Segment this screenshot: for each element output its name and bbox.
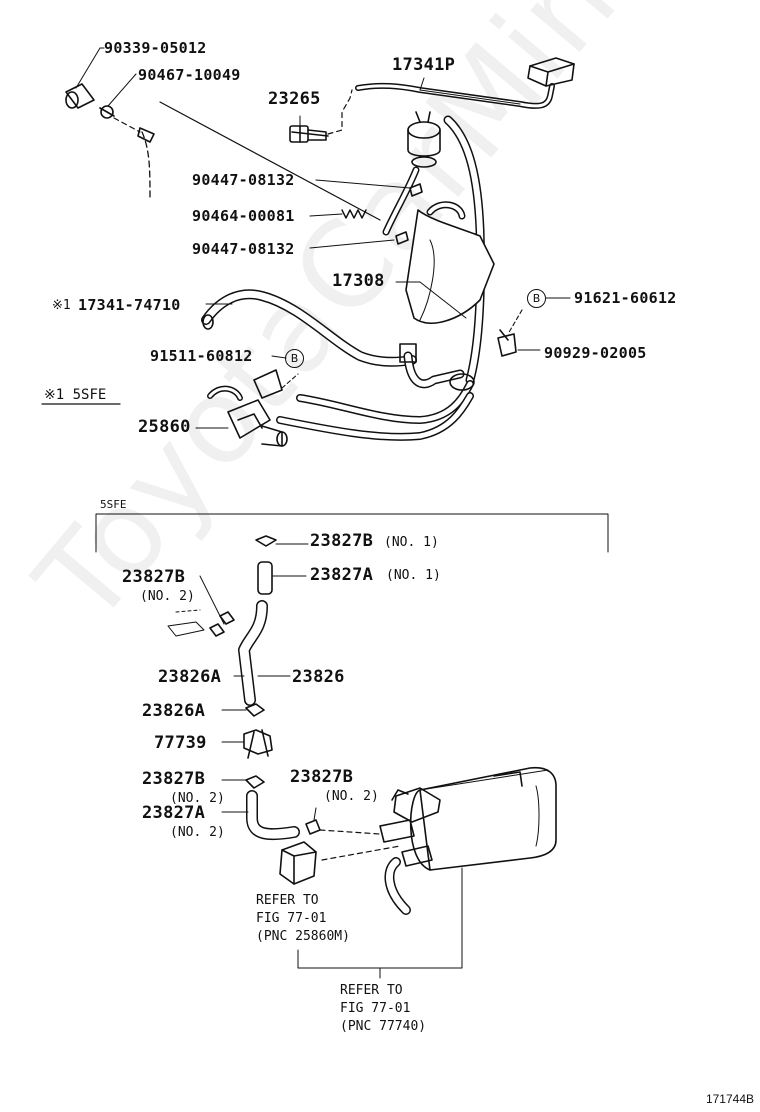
part-label: 23826A [142,701,206,721]
part-note: (NO. 1) [386,568,441,583]
part-label: 23827B [290,767,354,787]
part-label: 91621-60612 [574,289,677,307]
part-label: 90929-02005 [544,344,647,362]
part-label: 23826A [158,667,222,687]
refer-note-line: (PNC 25860M) [256,929,350,944]
part-note: (NO. 2) [324,789,379,804]
part-label: 17341P [392,55,456,75]
vacuum-valve [407,111,441,168]
charcoal-canister [379,766,557,915]
part-note: (NO. 2) [170,825,225,840]
part-label: 90447-08132 [192,240,295,258]
refer-note-line: (PNC 77740) [340,1019,427,1034]
refer-note-line: FIG 77-01 [340,1001,411,1016]
part-label: 23827A [310,565,374,585]
part-label: 90447-08132 [192,171,295,189]
clip-90467 [99,105,115,119]
circle-b-label: B [285,349,304,368]
part-note: (NO. 2) [170,791,225,806]
part-label: 17308 [332,271,385,291]
part-label: 25860 [138,417,191,437]
part-label: 90464-00081 [192,207,295,225]
vsv-23265 [289,125,329,143]
part-label: 90467-10049 [138,66,241,84]
part-label: 23827B [310,531,374,551]
vsv-25860 [207,369,288,447]
part-label: 91511-60812 [150,347,253,365]
part-label: 23827B [122,567,186,587]
part-label: 77739 [154,733,207,753]
box-title: 5SFE [100,498,127,511]
part-note: (NO. 2) [140,589,195,604]
legend-note: ※1 5SFE [44,387,107,403]
refer-note-line: REFER TO [256,893,319,908]
circle-b-label: B [527,289,546,308]
refer-note-line: REFER TO [340,983,403,998]
part-label: 23827B [142,769,206,789]
part-label: 23265 [268,89,321,109]
part-label: 23826 [292,667,345,687]
part-label: 90339-05012 [104,39,207,57]
part-label: 17341-74710 [78,296,181,314]
part-label: 23827A [142,803,206,823]
diagram-code: 171744B [705,1092,754,1106]
part-note: (NO. 1) [384,535,439,550]
plug-90339 [65,83,95,109]
refer-note-line: FIG 77-01 [256,911,327,926]
mark-prefix: ※1 [52,298,71,313]
